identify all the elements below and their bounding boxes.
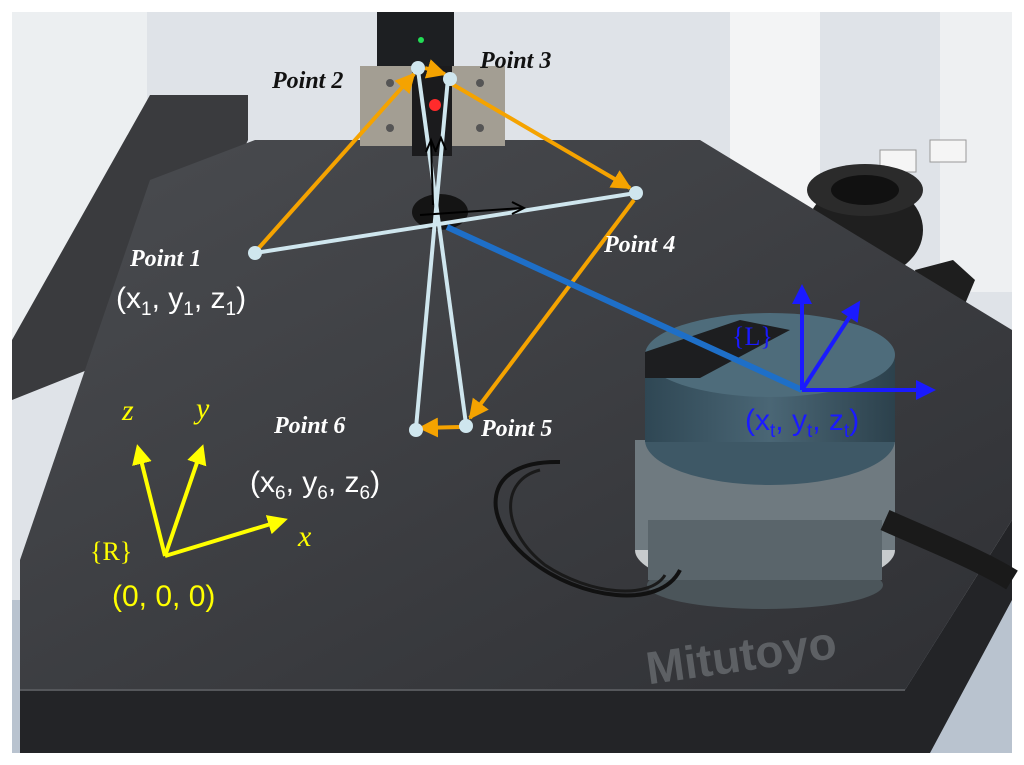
screw-hole — [386, 79, 394, 87]
center-arrow-x-head — [511, 201, 527, 215]
tracker-base-ring — [648, 520, 882, 580]
point-marker-3 — [443, 72, 457, 86]
coord-p6-x-sub: 6 — [275, 483, 286, 504]
segment-2-5 — [416, 69, 468, 425]
coord-label-p6: (x6, y6, z6) — [250, 466, 380, 504]
granite-table-front — [20, 520, 1012, 753]
path-2-3 — [424, 59, 447, 79]
measurement-overlay: Point 1 Point 2 Point 3 Point 4 Point 5 … — [90, 48, 936, 613]
coord-p6-z: z — [345, 466, 360, 499]
coord-t-z-sub: t — [844, 421, 850, 442]
segment-1-4 — [254, 191, 637, 255]
point-label-6: Point 6 — [273, 413, 345, 439]
coord-t-x: x — [755, 404, 770, 437]
coord-label-tracker: (xt, yt, zt) — [745, 404, 859, 442]
point-marker-5 — [459, 419, 473, 433]
path-3-4 — [450, 82, 632, 190]
probe-led — [418, 37, 424, 43]
point-marker-6 — [409, 423, 423, 437]
center-arrow-x — [419, 207, 523, 216]
coord-t-y-sub: t — [807, 421, 813, 442]
tracker-power-cable — [880, 509, 1018, 590]
coord-p1-z-sub: 1 — [226, 299, 237, 320]
point-marker-4 — [629, 186, 643, 200]
point-label-2: Point 2 — [271, 68, 343, 94]
coord-t-x-sub: t — [770, 421, 776, 442]
screw-hole — [386, 124, 394, 132]
point-marker-1 — [248, 246, 262, 260]
coord-p1-x: x — [126, 282, 141, 315]
path-4-5 — [468, 198, 636, 420]
tracker-cable-2 — [509, 468, 667, 593]
laser-frame-y-axis — [800, 300, 861, 392]
probe-head — [377, 12, 454, 66]
coord-p1-x-sub: 1 — [141, 299, 152, 320]
center-arrow-y-head — [425, 137, 437, 153]
origin-coord-label: (0, 0, 0) — [112, 580, 215, 613]
point-label-5: Point 5 — [480, 416, 552, 442]
laser-frame-label: {L} — [732, 322, 773, 351]
reference-frame-z-axis — [132, 444, 167, 557]
point-label-3: Point 3 — [479, 48, 551, 74]
coord-t-z: z — [829, 404, 844, 437]
point-label-4: Point 4 — [603, 232, 675, 258]
reference-axis-y-label: y — [193, 392, 210, 425]
screw-hole — [476, 124, 484, 132]
foam-ring-hole — [831, 175, 899, 205]
coord-t-y: y — [792, 404, 807, 437]
coord-p6-x: x — [260, 466, 275, 499]
reference-axis-x-label: x — [297, 520, 312, 553]
path-1-2 — [255, 72, 416, 252]
wall-socket-2 — [929, 139, 967, 163]
coord-p1-y-sub: 1 — [183, 299, 194, 320]
tracker-cable — [493, 459, 682, 598]
coord-label-p1: (x1, y1, z1) — [116, 282, 246, 320]
probe-red-light — [429, 99, 441, 111]
point-label-1: Point 1 — [129, 246, 201, 272]
reference-frame-label: {R} — [90, 537, 132, 566]
center-arrow-y — [430, 141, 434, 206]
laser-beam — [445, 224, 804, 393]
coord-p6-z-sub: 6 — [360, 483, 371, 504]
reference-axis-z-label: z — [121, 394, 134, 427]
point-marker-2 — [411, 61, 425, 75]
coord-p6-y: y — [302, 466, 317, 499]
reference-frame-x-axis — [164, 515, 288, 558]
screw-hole — [476, 79, 484, 87]
reference-frame-y-axis — [163, 444, 207, 557]
coord-p1-z: z — [211, 282, 226, 315]
center-arrow-y-head-2 — [435, 135, 447, 151]
coord-p1-y: y — [168, 282, 183, 315]
segment-3-6 — [414, 77, 450, 429]
path-5-6 — [418, 417, 461, 438]
coord-p6-y-sub: 6 — [317, 483, 328, 504]
